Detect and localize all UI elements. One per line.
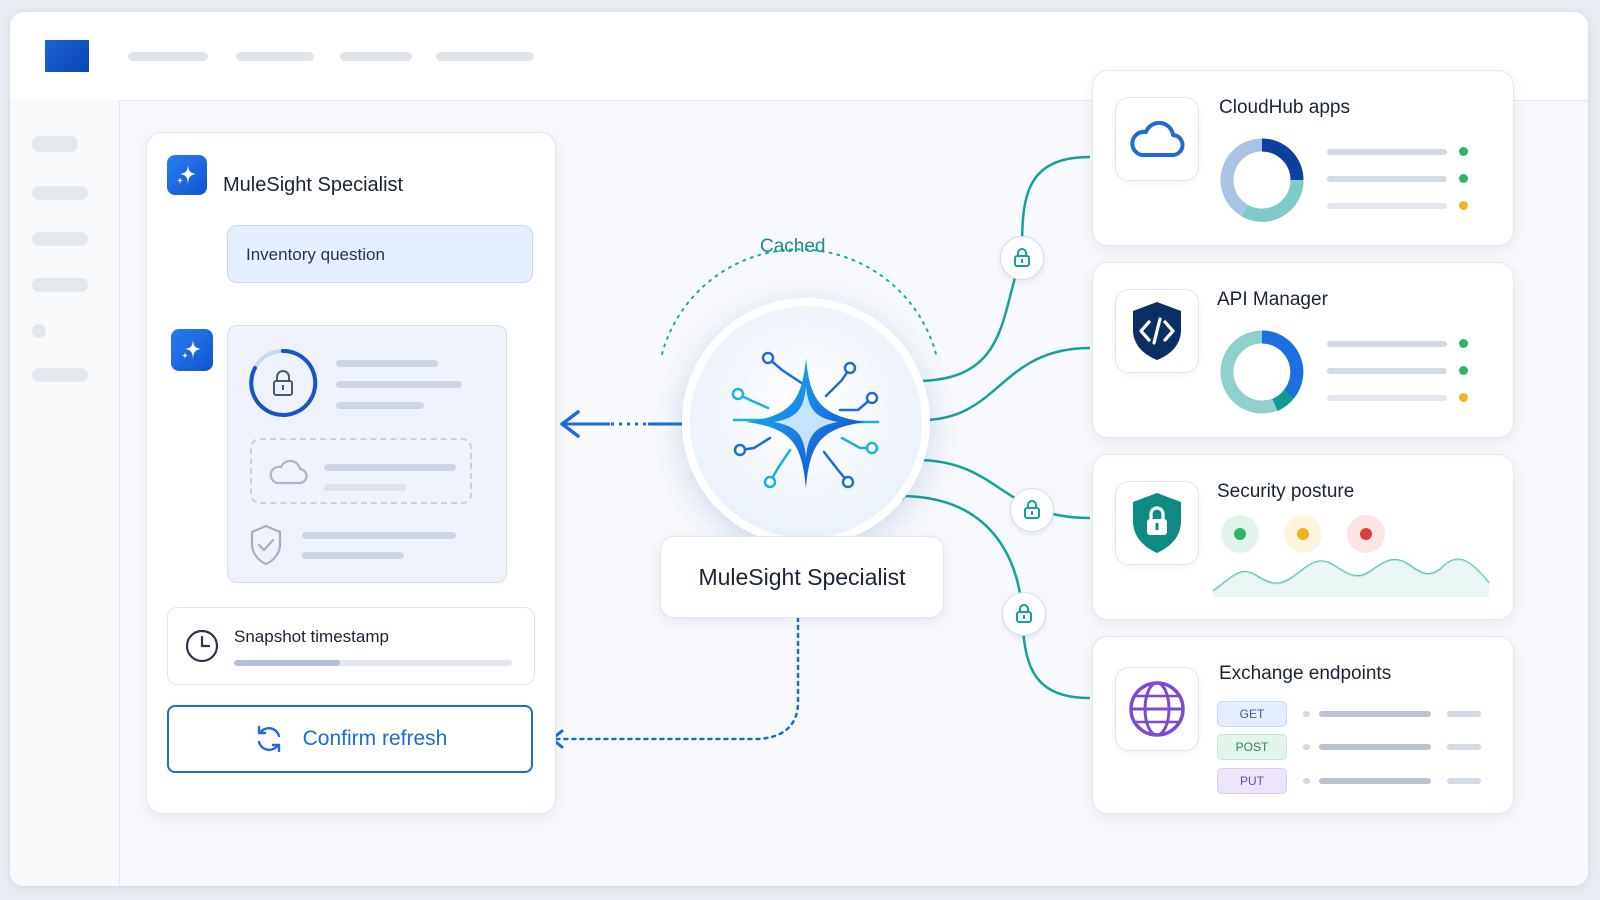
app-logo — [45, 40, 89, 72]
shield-check-icon — [250, 524, 282, 566]
ai-sparkle-network-icon — [731, 351, 880, 489]
sidebar — [10, 100, 120, 886]
arrow-left-icon — [560, 410, 580, 438]
lock-node — [1002, 592, 1046, 636]
cached-arc — [661, 248, 937, 355]
cached-status-label: Cached — [760, 236, 826, 257]
cloud-icon — [269, 459, 308, 485]
clock-icon — [185, 629, 219, 663]
refresh-icon — [257, 725, 280, 753]
service-title: Exchange endpoints — [1219, 663, 1392, 684]
globe-icon — [1115, 667, 1199, 751]
pending-cloud-item — [250, 438, 472, 504]
padlock-icon — [1024, 500, 1040, 519]
sparkle-badge-icon — [171, 329, 213, 371]
sidebar-item-placeholder[interactable] — [32, 278, 88, 292]
nav-item-placeholder[interactable] — [236, 52, 314, 61]
status-dot — [1459, 393, 1468, 402]
http-method-badge: GET — [1217, 701, 1287, 727]
top-bar — [10, 12, 1588, 101]
trend-sparkline — [1212, 558, 1490, 597]
nav-item-placeholder[interactable] — [128, 52, 208, 61]
lock-shield-icon — [1115, 481, 1199, 565]
snapshot-progress-fill — [234, 660, 340, 666]
padlock-icon — [1016, 604, 1032, 623]
donut-chart-icon — [1220, 138, 1304, 222]
sidebar-item-placeholder[interactable] — [32, 186, 88, 200]
status-dot — [1459, 174, 1468, 183]
status-dot — [1459, 366, 1468, 375]
lock-node — [1000, 236, 1044, 280]
sidebar-item-placeholder[interactable] — [32, 368, 88, 382]
snapshot-progress-track — [234, 660, 512, 666]
refresh-path-line — [552, 616, 800, 741]
service-title: CloudHub apps — [1219, 97, 1350, 118]
service-card-api-manager[interactable]: API Manager — [1092, 262, 1514, 438]
sidebar-item-placeholder[interactable] — [32, 324, 46, 338]
snapshot-timestamp-card: Snapshot timestamp — [167, 607, 535, 685]
service-title: Security posture — [1217, 481, 1355, 502]
donut-chart-icon — [1220, 330, 1304, 414]
snapshot-label: Snapshot timestamp — [234, 627, 389, 646]
app-window: MuleSight Specialist Inventory question — [10, 12, 1588, 886]
status-dot — [1459, 339, 1468, 348]
status-dot — [1221, 515, 1259, 553]
sparkle-badge-icon — [167, 155, 207, 195]
service-title: API Manager — [1217, 289, 1328, 310]
specialist-hub[interactable] — [682, 298, 930, 546]
hub-name-label: MuleSight Specialist — [660, 536, 944, 618]
padlock-icon — [1014, 248, 1030, 267]
status-dot — [1459, 147, 1468, 156]
http-method-badge: PUT — [1217, 768, 1287, 794]
code-shield-icon — [1115, 289, 1199, 373]
user-question-bubble[interactable]: Inventory question — [227, 225, 533, 283]
nav-item-placeholder[interactable] — [340, 52, 412, 61]
nav-item-placeholder[interactable] — [436, 52, 534, 61]
confirm-refresh-label: Confirm refresh — [302, 727, 448, 750]
assistant-answer-card — [227, 325, 507, 583]
service-card-exchange-endpoints[interactable]: Exchange endpoints GET POST PUT — [1092, 636, 1514, 814]
lock-ring-icon — [249, 348, 318, 417]
lock-node — [1010, 488, 1054, 532]
status-dot — [1284, 515, 1322, 553]
service-card-cloudhub[interactable]: CloudHub apps — [1092, 70, 1514, 246]
cloud-icon — [1115, 97, 1199, 181]
service-card-security-posture[interactable]: Security posture — [1092, 454, 1514, 620]
panel-title: MuleSight Specialist — [223, 174, 404, 196]
sidebar-item-placeholder[interactable] — [32, 136, 78, 152]
status-dot — [1459, 201, 1468, 210]
confirm-refresh-button[interactable]: Confirm refresh — [167, 705, 533, 773]
sidebar-item-placeholder[interactable] — [32, 232, 88, 246]
http-method-badge: POST — [1217, 734, 1287, 760]
status-dot — [1347, 515, 1385, 553]
assistant-panel: MuleSight Specialist Inventory question — [146, 132, 556, 814]
